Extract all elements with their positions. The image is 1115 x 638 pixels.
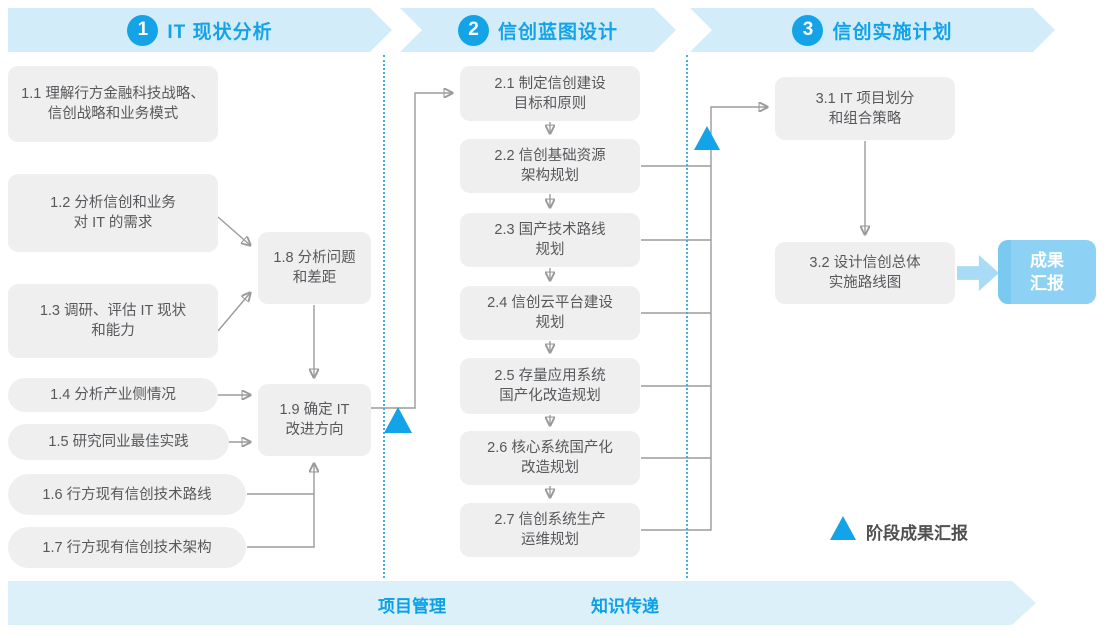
step-3-1-line-1: 3.1 IT 项目划分 bbox=[815, 90, 915, 107]
step-1-8-box: 1.8 分析问题 和差距 bbox=[258, 232, 371, 304]
result-report-box: 成果 汇报 bbox=[998, 240, 1096, 304]
footer-banner bbox=[8, 581, 1036, 625]
phase-3-number-badge: 3 bbox=[792, 15, 823, 46]
step-1-6-label: 1.6 行方现有信创技术路线 bbox=[42, 486, 212, 503]
legend-milestone-label: 阶段成果汇报 bbox=[866, 524, 968, 543]
step-1-8-line-1: 1.8 分析问题 bbox=[273, 250, 356, 266]
phase-1-title: IT 现状分析 bbox=[167, 21, 273, 43]
result-report-line-1: 成果 bbox=[1030, 251, 1064, 270]
step-1-9-box: 1.9 确定 IT 改进方向 bbox=[258, 384, 371, 456]
phase-divider-2-dotted-line bbox=[686, 55, 688, 578]
step-1-5-pill: 1.5 研究同业最佳实践 bbox=[8, 424, 229, 460]
result-report-line-2: 汇报 bbox=[1030, 274, 1064, 293]
step-1-4-label: 1.4 分析产业侧情况 bbox=[50, 387, 176, 403]
step-1-9-line-1: 1.9 确定 IT bbox=[279, 402, 350, 418]
step-1-6-pill: 1.6 行方现有信创技术路线 bbox=[8, 474, 246, 515]
step-2-4-line-1: 2.4 信创云平台建设 bbox=[487, 295, 613, 311]
milestone-triangle-phase2-icon bbox=[694, 126, 720, 150]
step-2-3-line-2: 规划 bbox=[535, 242, 565, 258]
step-2-2-line-1: 2.2 信创基础资源 bbox=[494, 148, 606, 164]
step-2-1-line-1: 2.1 制定信创建设 bbox=[494, 75, 606, 92]
step-2-6-box: 2.6 核心系统国产化 改造规划 bbox=[460, 431, 640, 485]
phase-1-banner: 1 IT 现状分析 bbox=[8, 8, 392, 52]
phase-2-title: 信创蓝图设计 bbox=[497, 21, 618, 43]
step-2-3-line-1: 2.3 国产技术路线 bbox=[494, 222, 606, 238]
phase-2-number-badge: 2 bbox=[458, 15, 489, 46]
step-1-7-label: 1.7 行方现有信创技术架构 bbox=[42, 539, 212, 556]
footer-label-project-management: 项目管理 bbox=[378, 597, 446, 616]
phase-3-banner: 3 信创实施计划 bbox=[690, 8, 1055, 52]
step-1-2-line-2: 对 IT 的需求 bbox=[73, 215, 153, 231]
step-2-7-line-2: 运维规划 bbox=[521, 532, 579, 548]
step-2-5-box: 2.5 存量应用系统 国产化改造规划 bbox=[460, 358, 640, 414]
phase-2-banner: 2 信创蓝图设计 bbox=[400, 8, 676, 52]
phase-1-number-badge: 1 bbox=[127, 15, 158, 46]
step-2-5-line-2: 国产化改造规划 bbox=[499, 388, 601, 404]
step-1-7-pill: 1.7 行方现有信创技术架构 bbox=[8, 527, 246, 568]
step-2-3-box: 2.3 国产技术路线 规划 bbox=[460, 213, 640, 267]
step-1-9-line-2: 改进方向 bbox=[285, 422, 344, 438]
step-1-4-pill: 1.4 分析产业侧情况 bbox=[8, 378, 218, 412]
step-1-3-line-2: 和能力 bbox=[91, 323, 135, 339]
step-2-5-line-1: 2.5 存量应用系统 bbox=[494, 368, 606, 384]
step-2-6-line-1: 2.6 核心系统国产化 bbox=[487, 440, 613, 456]
step-2-7-box: 2.7 信创系统生产 运维规划 bbox=[460, 503, 640, 557]
step-1-2-box: 1.2 分析信创和业务 对 IT 的需求 bbox=[8, 174, 218, 252]
step-2-1-box: 2.1 制定信创建设 目标和原则 bbox=[460, 66, 640, 121]
footer-label-knowledge-transfer: 知识传递 bbox=[591, 597, 659, 616]
step-1-1-line-1: 1.1 理解行方金融科技战略、 bbox=[21, 86, 205, 102]
step-2-6-line-2: 改造规划 bbox=[521, 460, 579, 476]
step-3-1-line-2: 和组合策略 bbox=[828, 110, 902, 127]
step-1-2-line-1: 1.2 分析信创和业务 bbox=[50, 195, 176, 211]
step-3-2-line-2: 实施路线图 bbox=[828, 275, 902, 291]
step-1-8-line-2: 和差距 bbox=[292, 270, 337, 286]
step-3-1-box: 3.1 IT 项目划分 和组合策略 bbox=[775, 77, 955, 140]
step-3-2-line-1: 3.2 设计信创总体 bbox=[809, 255, 921, 271]
phase1-connectors bbox=[217, 93, 452, 548]
phase-divider-1-dotted-line bbox=[383, 55, 385, 578]
step-2-2-box: 2.2 信创基础资源 架构规划 bbox=[460, 139, 640, 193]
step-2-7-line-1: 2.7 信创系统生产 bbox=[494, 512, 606, 528]
step-1-1-box: 1.1 理解行方金融科技战略、 信创战略和业务模式 bbox=[8, 66, 218, 142]
step-2-2-line-2: 架构规划 bbox=[521, 168, 579, 184]
legend-triangle-icon bbox=[830, 516, 856, 540]
step-2-4-line-2: 规划 bbox=[535, 315, 565, 331]
step-2-1-line-2: 目标和原则 bbox=[513, 95, 587, 112]
step-1-1-line-2: 信创战略和业务模式 bbox=[47, 106, 179, 122]
step-1-5-label: 1.5 研究同业最佳实践 bbox=[48, 434, 189, 450]
step-3-2-box: 3.2 设计信创总体 实施路线图 bbox=[775, 242, 955, 304]
result-arrow-icon bbox=[957, 255, 999, 291]
phase-3-title: 信创实施计划 bbox=[832, 21, 953, 43]
step-1-3-box: 1.3 调研、评估 IT 现状 和能力 bbox=[8, 284, 218, 358]
milestone-triangle-phase1-icon bbox=[384, 407, 412, 433]
step-2-4-box: 2.4 信创云平台建设 规划 bbox=[460, 286, 640, 340]
step-1-3-line-1: 1.3 调研、评估 IT 现状 bbox=[39, 303, 187, 319]
